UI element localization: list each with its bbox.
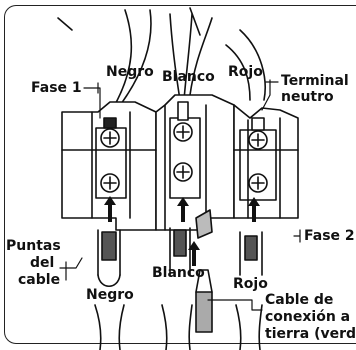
label-rojo-bottom: Rojo xyxy=(233,276,268,292)
label-negro-top: Negro xyxy=(106,64,154,80)
cable-negro xyxy=(94,229,125,350)
label-negro-bottom: Negro xyxy=(86,287,134,303)
screw-bottom-left xyxy=(100,173,120,193)
cable-rojo xyxy=(235,231,263,350)
screw-bottom-right xyxy=(248,173,268,193)
label-terminal-neutro-1: Terminal xyxy=(281,73,349,89)
label-tierra-3: tierra (verde) xyxy=(265,326,356,342)
label-puntas-1: Puntas xyxy=(6,238,61,254)
screw-top-center xyxy=(173,122,193,142)
wire-top-left-a xyxy=(111,9,133,111)
diagram-frame xyxy=(4,5,356,344)
cable-blanco xyxy=(161,227,193,350)
label-fase-2: Fase 2 xyxy=(304,228,355,244)
screw-bottom-center xyxy=(173,162,193,182)
arrows-up xyxy=(104,196,260,266)
label-tierra-2: conexión a xyxy=(265,309,351,325)
label-puntas-2: del xyxy=(30,255,55,271)
cable-verde-tierra xyxy=(195,209,213,333)
label-puntas-3: cable xyxy=(18,272,61,288)
label-blanco-bottom: Blanco xyxy=(152,265,205,281)
label-rojo-top: Rojo xyxy=(228,64,263,80)
screw-top-right xyxy=(248,130,268,150)
label-fase-1: Fase 1 xyxy=(31,80,82,96)
label-blanco-top: Blanco xyxy=(162,69,215,85)
label-terminal-neutro-2: neutro xyxy=(281,89,334,105)
leader-lines xyxy=(59,79,301,311)
screw-top-left xyxy=(100,128,120,148)
label-tierra-1: Cable de xyxy=(265,292,334,308)
